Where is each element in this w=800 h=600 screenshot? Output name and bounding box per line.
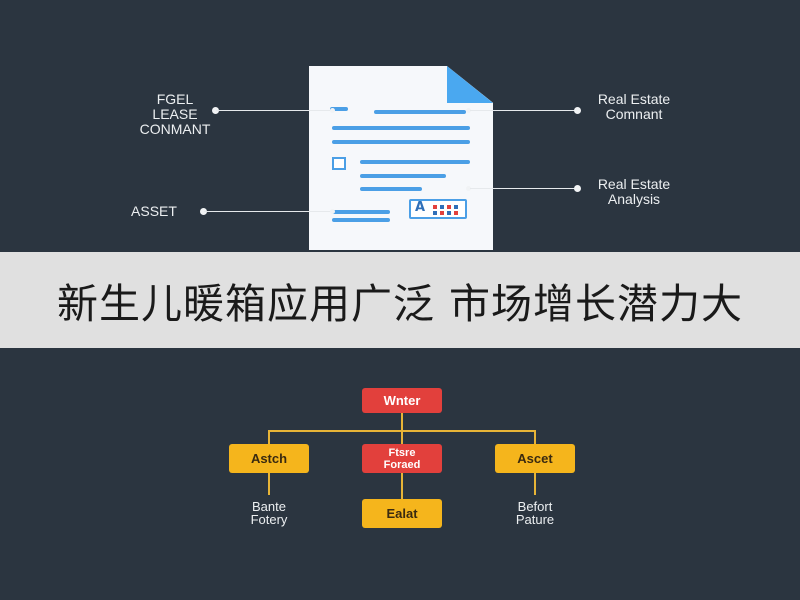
headline-text: 新生儿暖箱应用广泛 市场增长潜力大 bbox=[56, 280, 744, 328]
callout-label-real-estate-analysis: Real Estate Analysis bbox=[597, 176, 671, 207]
tree-connector bbox=[534, 473, 536, 495]
tree-leaf-left: Bante Fotery bbox=[250, 499, 288, 527]
tree-node-center: Ftsre Foraed bbox=[362, 444, 442, 473]
doc-line bbox=[360, 187, 422, 191]
callout-dot bbox=[574, 185, 581, 192]
callout-label-real-estate-comnant: Real Estate Comnant bbox=[597, 91, 671, 122]
tree-connector bbox=[401, 413, 403, 431]
tree-leaf-right: Befort Pature bbox=[515, 499, 555, 527]
headline-band: 新生儿暖箱应用广泛 市场增长潜力大 bbox=[0, 252, 800, 348]
tree-node-grandchild: Ealat bbox=[362, 499, 442, 528]
doc-line bbox=[332, 140, 470, 144]
callout-line bbox=[204, 211, 334, 212]
callout-line bbox=[470, 188, 576, 189]
doc-line bbox=[360, 174, 446, 178]
badge-square bbox=[447, 211, 451, 215]
callout-label-asset: ASSET bbox=[131, 203, 177, 219]
badge-square bbox=[433, 211, 437, 215]
callout-dot bbox=[330, 209, 335, 214]
analytics-badge-icon: A bbox=[409, 199, 467, 219]
tree-node-root: Wnter bbox=[362, 388, 442, 413]
badge-square bbox=[454, 205, 458, 209]
badge-square bbox=[454, 211, 458, 215]
tree-node-right: Ascet bbox=[495, 444, 575, 473]
callout-dot bbox=[330, 108, 335, 113]
tree-connector bbox=[268, 430, 270, 444]
doc-line bbox=[332, 126, 470, 130]
badge-square bbox=[440, 205, 444, 209]
callout-dot bbox=[466, 186, 471, 191]
doc-line bbox=[332, 218, 390, 222]
bottom-illustration bbox=[0, 348, 800, 600]
callout-dot bbox=[212, 107, 219, 114]
tree-connector bbox=[401, 473, 403, 499]
badge-glyph: A bbox=[415, 200, 426, 215]
callout-line bbox=[470, 110, 576, 111]
tree-connector bbox=[401, 430, 403, 444]
badge-square bbox=[447, 205, 451, 209]
callout-line bbox=[216, 110, 334, 111]
doc-line bbox=[330, 107, 348, 111]
checkbox-icon bbox=[332, 157, 346, 170]
callout-dot bbox=[574, 107, 581, 114]
callout-dot bbox=[466, 108, 471, 113]
tree-node-left: Astch bbox=[229, 444, 309, 473]
callout-dot bbox=[200, 208, 207, 215]
doc-line bbox=[332, 210, 390, 214]
tree-connector bbox=[268, 473, 270, 495]
callout-label-lease: FGEL LEASE CONMANT bbox=[139, 91, 211, 137]
doc-line bbox=[374, 110, 466, 114]
tree-connector bbox=[534, 430, 536, 444]
badge-square bbox=[440, 211, 444, 215]
badge-square bbox=[433, 205, 437, 209]
doc-line bbox=[360, 160, 470, 164]
